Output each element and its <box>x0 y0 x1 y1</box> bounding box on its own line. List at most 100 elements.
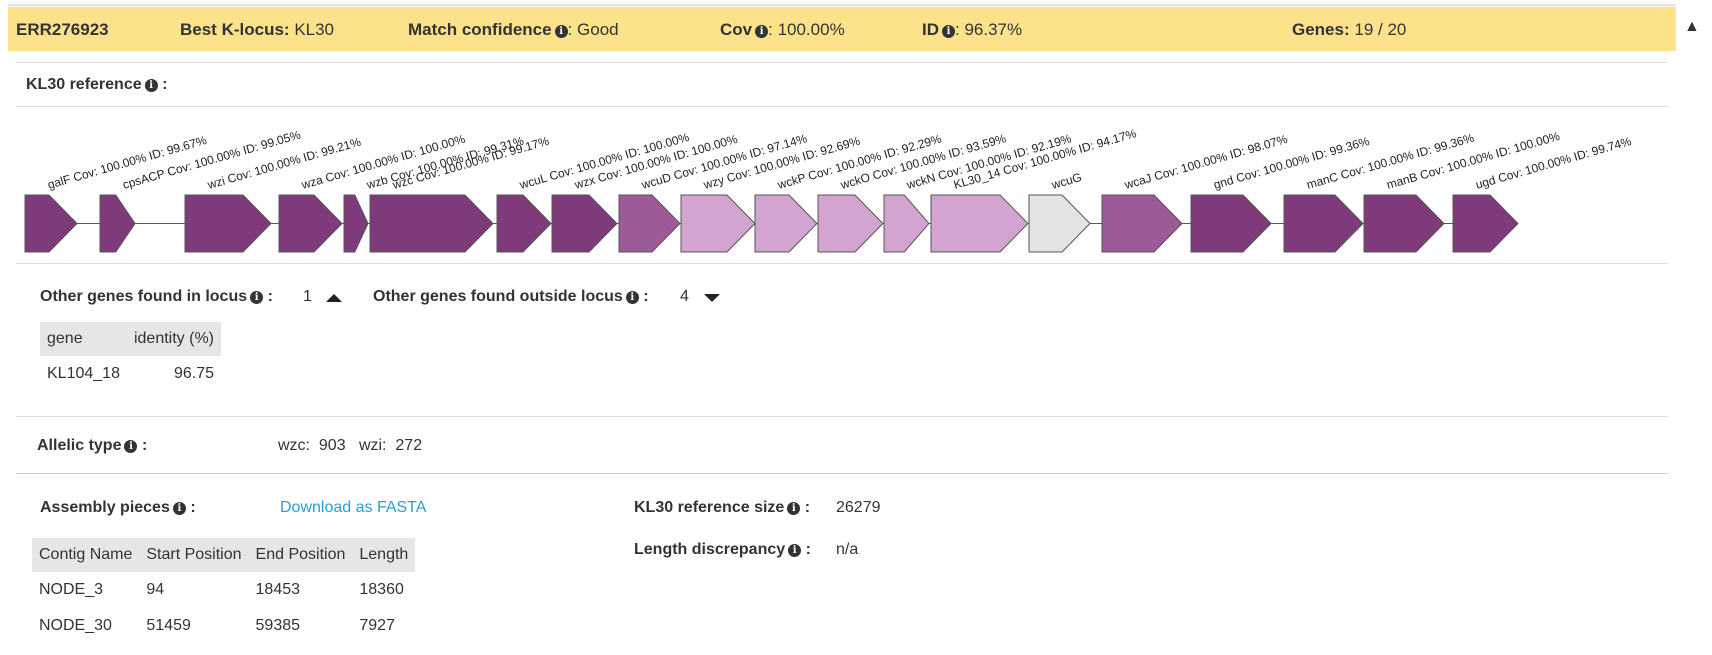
download-fasta-link[interactable]: Download as FASTA <box>280 499 427 516</box>
table-row: NODE_30 51459 59385 7927 <box>32 608 415 644</box>
other-genes-table: gene identity (%) KL104_18 96.75 <box>40 322 221 392</box>
divider <box>16 106 1668 107</box>
gene-label: gnd Cov: 100.00% ID: 99.36% <box>1212 134 1371 192</box>
gene-arrow[interactable] <box>1363 194 1445 253</box>
other-genes-outside-locus-count: 4 <box>680 288 689 305</box>
column-header: identity (%) <box>126 322 221 356</box>
identity-label: ID <box>922 20 939 39</box>
gene-arrow[interactable] <box>278 194 343 253</box>
column-header: Contig Name <box>32 538 140 572</box>
coverage-label: Cov <box>720 20 753 39</box>
gene-count-value: 19 / 20 <box>1354 20 1407 39</box>
table-row: NODE_3 94 18453 18360 <box>32 572 415 608</box>
table-cell: 7927 <box>359 617 395 634</box>
info-icon[interactable]: i <box>172 502 186 515</box>
other-genes-in-locus-count: 1 <box>303 288 312 305</box>
table-cell: NODE_30 <box>39 617 112 634</box>
table-cell: 18453 <box>255 581 301 598</box>
best-k-locus: Best K-locus: KL30 <box>180 20 334 40</box>
wzc-value: 903 <box>318 437 346 454</box>
locus-gene-diagram: galF Cov: 100.00% ID: 99.67%cpsACP Cov: … <box>24 126 1633 253</box>
gene-arrow[interactable] <box>817 194 884 253</box>
table-row: KL104_18 96.75 <box>40 356 221 392</box>
coverage-value: : 100.00% <box>768 20 845 39</box>
gene-arrow[interactable] <box>754 194 818 253</box>
gene-count-label: Genes: <box>1292 20 1350 39</box>
gene-arrow[interactable] <box>1101 194 1183 253</box>
gene-arrow[interactable] <box>551 194 618 253</box>
reference-title-sep: : <box>162 76 168 93</box>
info-icon[interactable]: i <box>788 544 802 557</box>
info-icon[interactable]: i <box>144 79 158 92</box>
gene-arrow[interactable] <box>930 194 1029 253</box>
table-cell: 59385 <box>255 617 301 634</box>
reference-title-text: KL30 reference <box>26 76 142 93</box>
top-divider <box>8 4 1676 6</box>
reference-size-value: 26279 <box>836 499 881 516</box>
table-header-row: gene identity (%) <box>40 322 221 356</box>
triangle-down-icon[interactable] <box>704 294 720 302</box>
caret-up-icon[interactable]: ▲ <box>1684 18 1700 35</box>
divider <box>16 62 1668 63</box>
column-header: Start Position <box>139 538 249 572</box>
assembly-pieces-table: Contig Name Start Position End Position … <box>32 538 416 644</box>
divider <box>16 473 1668 474</box>
gene-label: wcaJ Cov: 100.00% ID: 98.07% <box>1122 132 1289 192</box>
wzi-label: wzi: <box>358 437 387 454</box>
table-header-row: Contig Name Start Position End Position … <box>32 538 416 572</box>
match-confidence-value: : Good <box>567 20 619 39</box>
gene-arrow[interactable] <box>618 194 681 253</box>
gene-label: wcuG <box>1049 170 1083 192</box>
column-header: gene <box>40 322 127 356</box>
best-k-locus-value: KL30 <box>294 20 335 39</box>
gene-arrow[interactable] <box>680 194 756 253</box>
info-icon[interactable]: i <box>625 291 639 304</box>
wzc-label: wzc: <box>278 437 310 454</box>
gene-arrow[interactable] <box>1283 194 1364 253</box>
info-icon[interactable]: i <box>787 502 801 515</box>
info-icon[interactable]: i <box>942 25 955 38</box>
gene-arrow[interactable] <box>1028 194 1091 253</box>
info-icon[interactable]: i <box>554 25 568 38</box>
gene-arrow[interactable] <box>883 194 930 253</box>
table-cell: KL104_18 <box>47 365 120 382</box>
gene-arrow[interactable] <box>1452 194 1519 253</box>
table-cell: 18360 <box>359 581 404 598</box>
gene-arrow[interactable] <box>1190 194 1272 253</box>
divider <box>16 416 1668 417</box>
length-discrepancy-value: n/a <box>836 541 859 558</box>
gene-count: Genes: 19 / 20 <box>1292 20 1406 40</box>
info-icon[interactable]: i <box>124 440 138 453</box>
gene-arrow[interactable] <box>99 194 136 253</box>
table-cell: 96.75 <box>173 365 214 382</box>
table-cell: NODE_3 <box>39 581 104 598</box>
gene-arrow[interactable] <box>184 194 272 253</box>
allelic-type-values: wzc: 903 wzi: 272 <box>278 437 422 455</box>
sample-name: ERR276923 <box>16 20 109 39</box>
divider <box>16 263 1668 264</box>
info-icon[interactable]: i <box>755 25 769 38</box>
table-cell: 51459 <box>146 617 191 634</box>
column-header: End Position <box>248 538 353 572</box>
gene-arrow[interactable] <box>496 194 552 253</box>
triangle-up-icon[interactable] <box>326 294 342 302</box>
gene-arrow[interactable] <box>24 194 78 253</box>
locus-summary-header[interactable]: ERR276923 Best K-locus: KL30 Match confi… <box>8 7 1676 51</box>
gene-arrow[interactable] <box>343 194 369 253</box>
identity-value: : 96.37% <box>955 20 1023 39</box>
column-header: Length <box>352 538 416 572</box>
wzi-value: 272 <box>395 437 423 454</box>
info-icon[interactable]: i <box>250 291 264 304</box>
gene-arrow[interactable] <box>369 194 494 253</box>
best-k-locus-label: Best K-locus: <box>180 20 290 39</box>
